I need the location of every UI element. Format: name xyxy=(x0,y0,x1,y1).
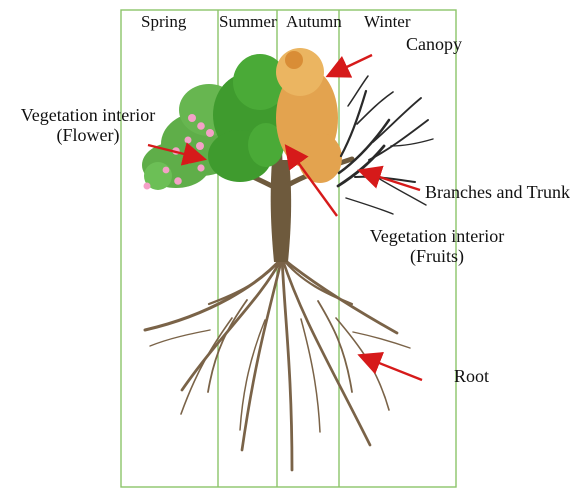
winter-branches xyxy=(338,76,433,214)
canopy-arrow xyxy=(332,55,372,74)
season-label-spring: Spring xyxy=(141,13,186,30)
vegetation-fruits-label: Vegetation interior (Fruits) xyxy=(357,227,517,267)
season-label-summer: Summer xyxy=(219,13,277,30)
root-label: Root xyxy=(454,367,489,387)
summer-foliage xyxy=(208,54,287,182)
season-label-winter: Winter xyxy=(364,13,411,30)
branches-trunk-label: Branches and Trunk xyxy=(425,183,570,203)
season-label-autumn: Autumn xyxy=(286,13,342,30)
canopy-label: Canopy xyxy=(406,35,462,55)
vegetation-flower-label: Vegetation interior (Flower) xyxy=(8,106,168,146)
